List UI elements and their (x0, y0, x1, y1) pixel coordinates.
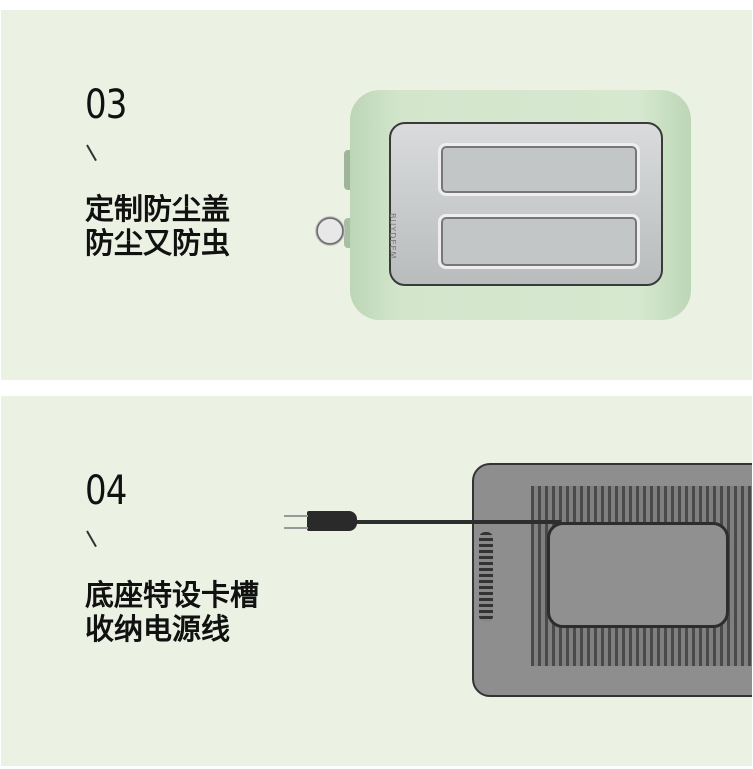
divider-slash (86, 530, 97, 548)
caption-line: 收纳电源线 (85, 612, 231, 646)
knob (315, 216, 345, 246)
plug-prong (284, 527, 308, 529)
feature-number: 03 (85, 82, 127, 128)
caption-line: 定制防尘盖 (85, 192, 231, 226)
bread-slot (438, 214, 640, 269)
plug-body (307, 511, 357, 531)
bread-slot (438, 143, 640, 196)
caption-line: 底座特设卡槽 (85, 578, 260, 612)
power-cord (341, 520, 561, 524)
feature-caption: 定制防尘盖 防尘又防虫 (85, 192, 230, 260)
feature-caption: 底座特设卡槽 收纳电源线 (85, 578, 259, 646)
feature-panel-dust-cover: 03 定制防尘盖 防尘又防虫 BUYDEEM (1, 10, 752, 380)
feature-panel-cord-storage: 04 底座特设卡槽 收纳电源线 (1, 396, 752, 766)
divider-slash (86, 144, 97, 162)
caption-line: 防尘又防虫 (85, 226, 231, 260)
brand-logo: BUYDEEM (388, 213, 397, 260)
cord-tray (547, 522, 729, 628)
feature-number: 04 (85, 468, 127, 514)
side-vent (479, 532, 493, 622)
plug-prong (284, 515, 308, 517)
